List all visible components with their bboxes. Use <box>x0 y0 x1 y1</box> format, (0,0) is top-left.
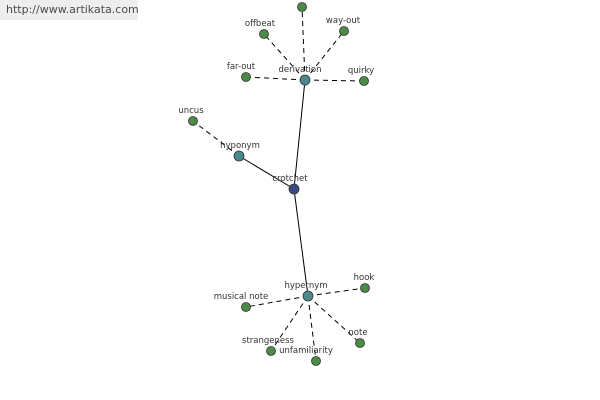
node-hook[interactable] <box>360 283 370 293</box>
edge-hypernym-unfamiliarity <box>307 295 317 362</box>
label-way-out: way-out <box>326 16 361 26</box>
node-hyponym[interactable] <box>233 150 245 162</box>
watermark-url: http://www.artikata.com <box>0 0 139 20</box>
edge-hypernym-note <box>307 295 361 344</box>
edge-derivation-far-out <box>245 76 306 81</box>
label-note: note <box>348 328 367 338</box>
node-note[interactable] <box>355 338 365 348</box>
edge-derivation-offbeat <box>263 33 306 81</box>
node-crotchet[interactable] <box>288 183 300 195</box>
label-hyponym: hyponym <box>220 141 260 151</box>
edge-derivation-quirky <box>304 79 365 82</box>
edge-derivation-top <box>301 6 306 81</box>
label-musical-note: musical note <box>214 292 269 302</box>
label-hypernym: hypernym <box>284 281 327 291</box>
node-quirky[interactable] <box>359 76 369 86</box>
edge-crotchet-hyponym <box>238 155 295 190</box>
label-far-out: far-out <box>227 62 256 72</box>
node-hypernym[interactable] <box>302 290 314 302</box>
node-musical-note[interactable] <box>241 302 251 312</box>
edge-derivation-way-out <box>304 30 345 81</box>
edge-hyponym-uncus <box>192 120 240 157</box>
edge-hypernym-hook <box>307 287 366 297</box>
label-offbeat: offbeat <box>245 19 276 29</box>
edge-hypernym-musical-note <box>245 295 309 308</box>
node-top[interactable] <box>297 2 307 12</box>
edge-crotchet-hypernym <box>293 188 309 297</box>
node-far-out[interactable] <box>241 72 251 82</box>
nodes-layer <box>188 2 370 366</box>
node-way-out[interactable] <box>339 26 349 36</box>
node-offbeat[interactable] <box>259 29 269 39</box>
label-hook: hook <box>354 273 375 283</box>
label-unfamiliarity: unfamiliarity <box>279 346 333 356</box>
node-derivation[interactable] <box>299 74 311 86</box>
label-quirky: quirky <box>348 66 374 76</box>
label-crotchet: crotchet <box>272 174 308 184</box>
node-strangeness[interactable] <box>266 346 276 356</box>
edges-layer <box>192 6 366 362</box>
edge-crotchet-derivation <box>293 79 306 190</box>
edge-hypernym-strangeness <box>270 295 309 352</box>
label-strangeness: strangeness <box>242 336 295 346</box>
label-uncus: uncus <box>178 106 204 116</box>
node-uncus[interactable] <box>188 116 198 126</box>
label-derivation: derivation <box>278 65 321 75</box>
labels-layer: crotchet derivation hyponym hypernym offbeat… <box>178 16 374 356</box>
node-unfamiliarity[interactable] <box>311 356 321 366</box>
